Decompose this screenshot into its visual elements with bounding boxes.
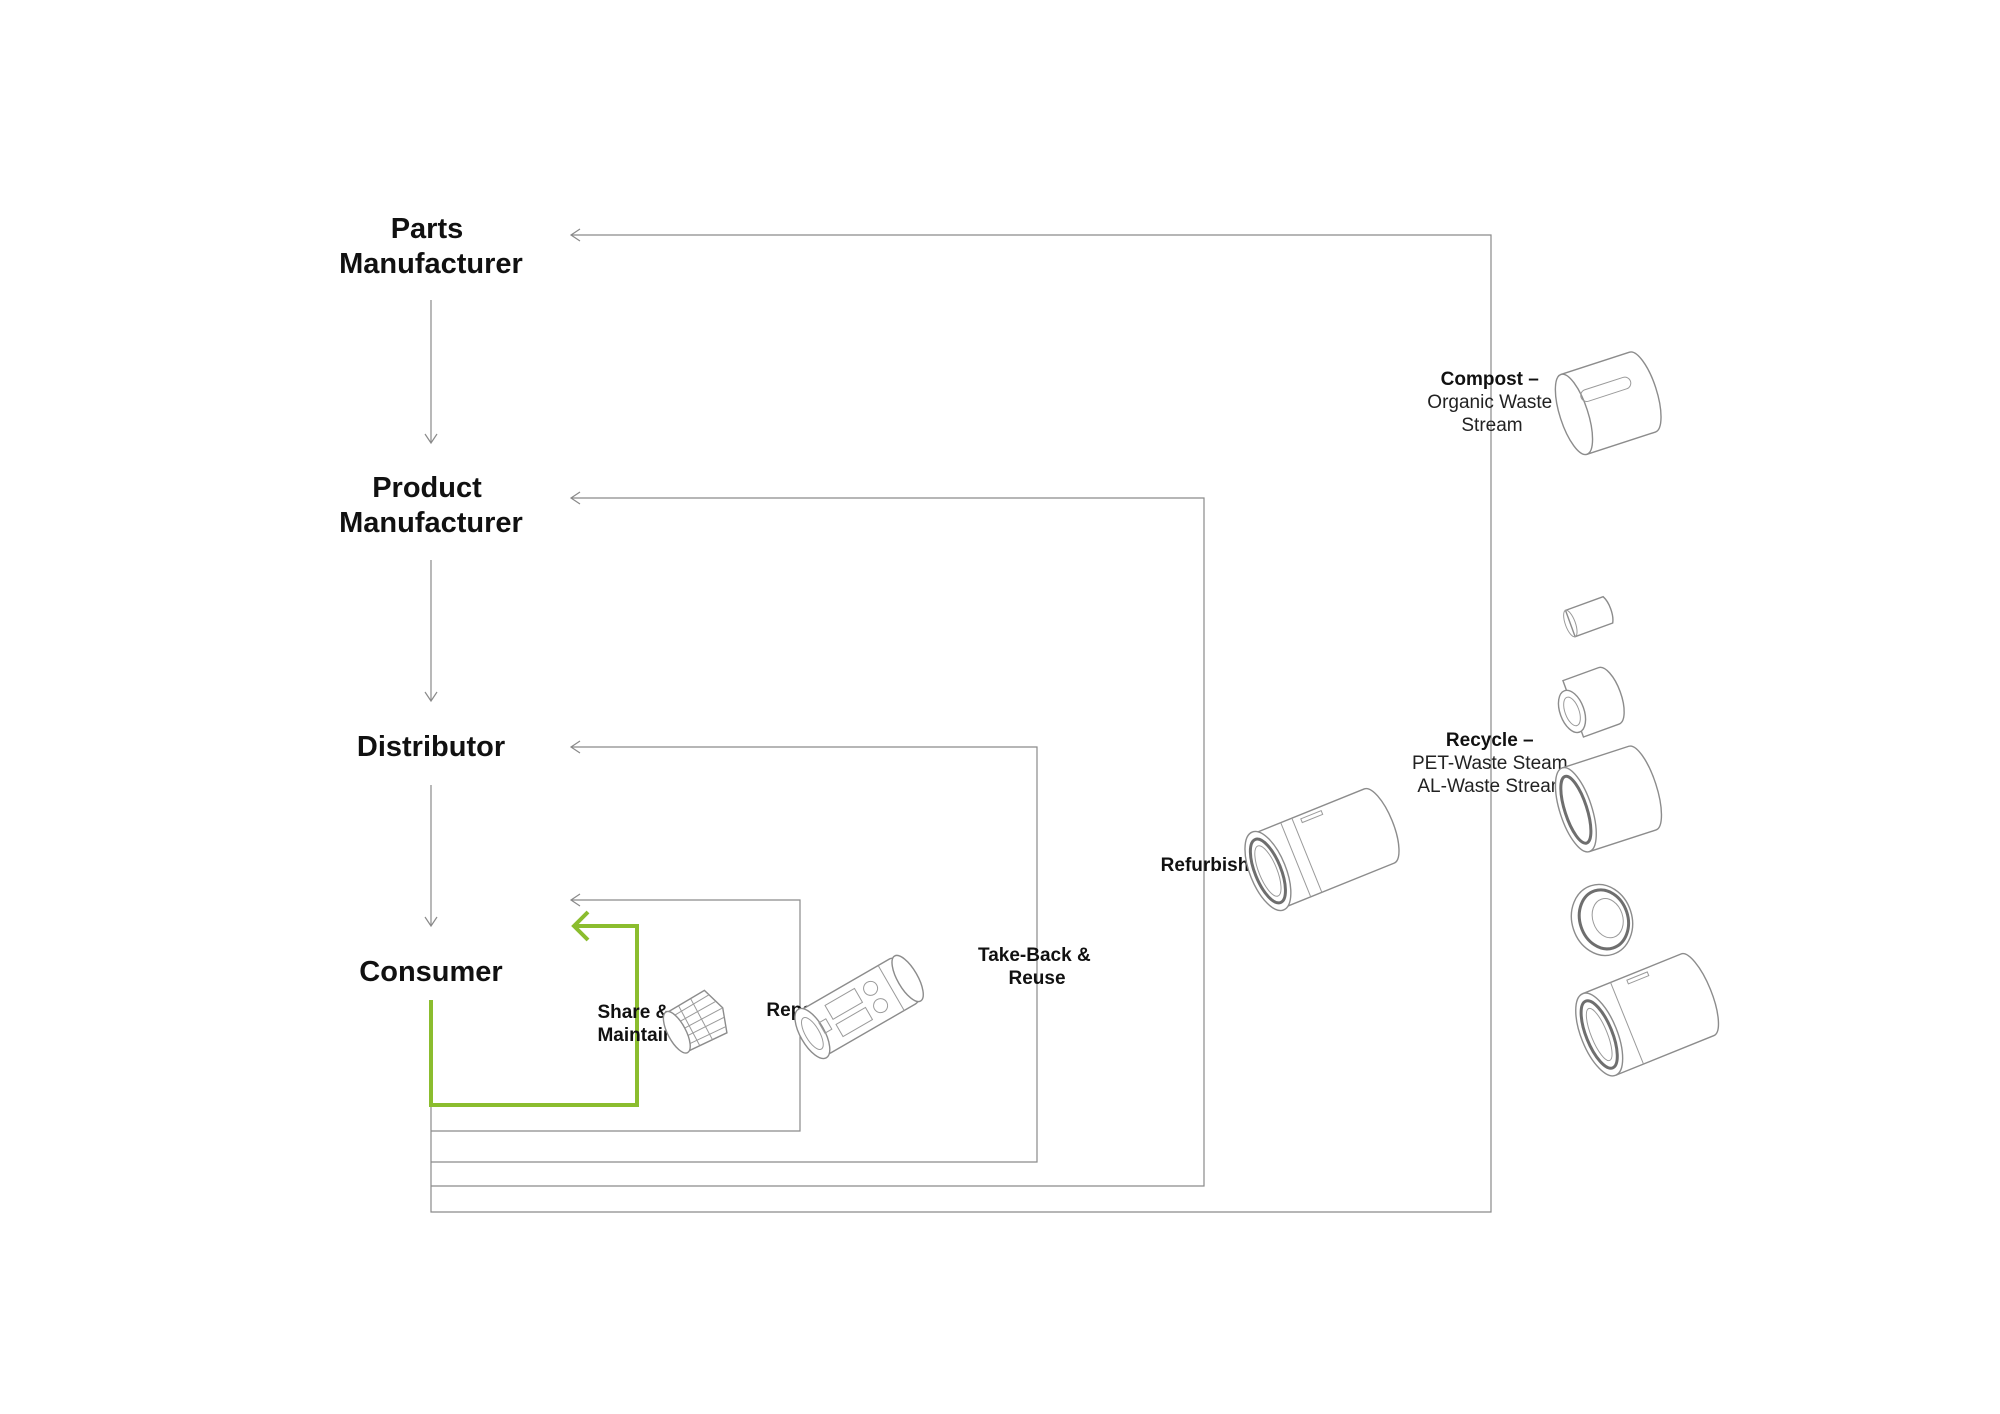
recycle-collar-part (1557, 666, 1625, 738)
recycle-parts-icon (1554, 595, 1720, 1077)
stage-distributor: Distributor (357, 731, 505, 763)
label-compost: Compost – Organic Waste Stream (1427, 369, 1556, 436)
stage-parts-manufacturer: Parts Manufacturer (339, 213, 523, 280)
refurbish-tube-icon (1244, 787, 1400, 912)
stage-consumer: Consumer (359, 956, 502, 988)
refurbish-loop (431, 491, 1205, 1187)
label-take-back-reuse: Take-Back & Reuse (978, 945, 1096, 989)
stage-flow-arrows (424, 300, 438, 928)
label-refurbish: Refurbish (1161, 855, 1250, 876)
recycle-ring-part (1570, 883, 1634, 957)
compost-recycle-loop (430, 228, 1492, 1213)
share-maintain-loop (429, 910, 639, 1107)
label-share-maintain: Share & Maintain (597, 1002, 674, 1046)
recycle-body-part (1575, 952, 1720, 1077)
brush-head-icon (662, 989, 728, 1054)
label-recycle: Recycle – PET-Waste Steam AL-Waste Strea… (1412, 730, 1572, 797)
stage-product-manufacturer: Product Manufacturer (339, 472, 523, 539)
recycle-tube-part (1554, 745, 1663, 853)
compost-sleeve-icon (1554, 351, 1662, 456)
take-back-reuse-loop (431, 740, 1038, 1163)
repair-device-icon (794, 954, 924, 1060)
recycle-cap-part (1563, 595, 1614, 638)
